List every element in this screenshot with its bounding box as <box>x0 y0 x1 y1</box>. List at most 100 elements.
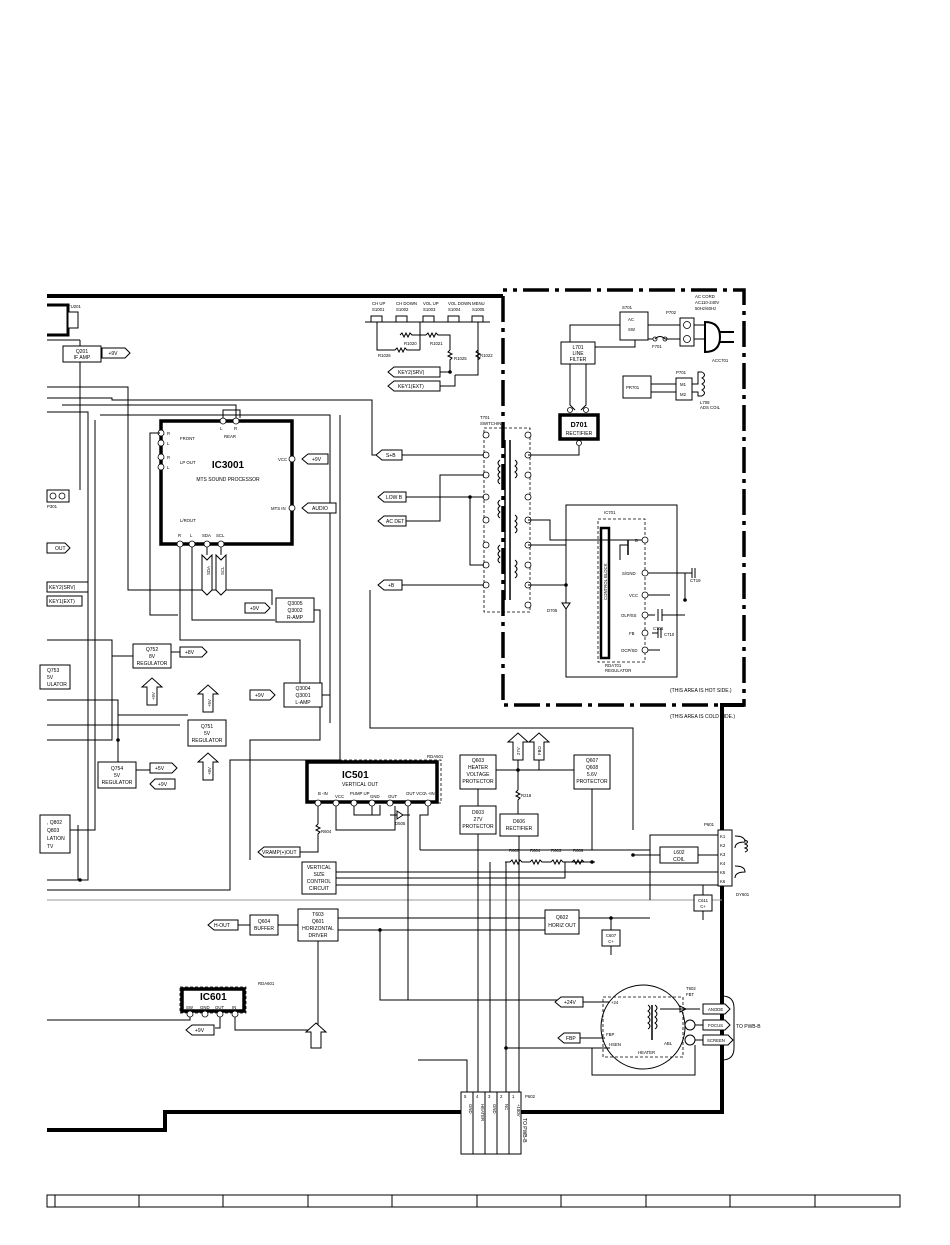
svg-text:CH UP: CH UP <box>372 301 386 306</box>
p602-connector: P602 5 4 3 2 1 GND HEATER GND NC +180V T… <box>460 1091 536 1155</box>
out-left-arrow: OUT <box>46 542 71 554</box>
svg-text:L: L <box>167 441 170 446</box>
svg-text:T603: T603 <box>312 912 324 918</box>
ic3001: IC3001 MTS SOUND PROCESSOR R FRONT L R L… <box>157 417 296 548</box>
svg-text:+180V: +180V <box>516 1104 521 1117</box>
svg-text:ANODE: ANODE <box>708 1007 723 1012</box>
svg-text:+9V: +9V <box>312 457 322 463</box>
svg-text:K3: K3 <box>720 852 726 857</box>
to-pwb-bracket <box>721 995 735 1061</box>
svg-text:LATION: LATION <box>47 836 65 842</box>
resistor-row: R605 R604 R603 R606 <box>505 848 595 866</box>
vramp-arrow: VRAMP(+)OUT <box>257 846 301 858</box>
svg-text:P601: P601 <box>704 822 715 827</box>
svg-text:CH DOWN: CH DOWN <box>396 301 417 306</box>
svg-text:R603: R603 <box>551 848 562 853</box>
svg-text:PROTECTOR: PROTECTOR <box>576 779 608 785</box>
audio-arrow: AUDIO <box>301 502 337 514</box>
svg-text:+8V: +8V <box>185 650 195 656</box>
q201-desc: IF AMP <box>74 355 91 361</box>
r504-resistor: R604 <box>314 823 332 838</box>
svg-text:FBP: FBP <box>566 1036 576 1042</box>
svg-text:R1020: R1020 <box>404 341 417 346</box>
l602-coil: L602 COIL <box>659 846 699 864</box>
svg-text:R605: R605 <box>509 848 520 853</box>
svg-text:VOL UP: VOL UP <box>423 301 439 306</box>
svg-text:H-OUT: H-OUT <box>214 923 230 929</box>
svg-text:R218: R218 <box>521 793 532 798</box>
svg-text:Q603: Q603 <box>472 758 484 764</box>
q802-block: , Q802 Q803 LATION TV <box>39 814 71 854</box>
wire <box>369 590 634 830</box>
svg-text:2: 2 <box>500 1094 503 1099</box>
pr701-block: PR701 <box>622 375 652 399</box>
svg-text:KEY2(SRV): KEY2(SRV) <box>49 585 76 591</box>
svg-text:GND: GND <box>370 794 380 799</box>
fbp-arrow: FBP <box>557 1032 581 1044</box>
svg-text:OUT VCC: OUT VCC <box>406 791 425 796</box>
hot-area-text: (THIS AREA IS HOT SIDE.) <box>670 688 732 694</box>
svg-text:50Hz/60Hz: 50Hz/60Hz <box>695 306 716 311</box>
svg-text:OUT: OUT <box>388 794 397 799</box>
svg-text:S/GND: S/GND <box>622 571 636 576</box>
wire <box>469 497 484 566</box>
svg-text:FBT: FBT <box>686 992 694 997</box>
svg-text:Q752: Q752 <box>146 647 158 653</box>
svg-text:S1002: S1002 <box>396 307 409 312</box>
q751-5v-up-arrow: +5V <box>196 684 220 713</box>
fbo-up-arrow: FBO <box>527 732 551 761</box>
svg-text:+24V: +24V <box>564 1000 576 1006</box>
f701-fuse: F701 <box>652 336 668 349</box>
wire <box>528 519 642 541</box>
svg-text:P602: P602 <box>525 1094 536 1099</box>
svg-text:D606: D606 <box>513 819 525 825</box>
svg-text:AC: AC <box>628 317 634 322</box>
svg-text:L602: L602 <box>673 850 684 856</box>
wire <box>528 584 567 600</box>
q201-if-amp: Q201 IF AMP +9V <box>62 345 131 363</box>
svg-text:AC CORD: AC CORD <box>695 294 715 299</box>
key2-arrow: KEY2(SRV) <box>387 366 441 378</box>
svg-text:+9V: +9V <box>255 693 265 699</box>
svg-text:R: R <box>234 426 237 431</box>
wire <box>569 364 576 411</box>
svg-text:4: 4 <box>476 1094 479 1099</box>
svg-text:Q601: Q601 <box>312 919 324 925</box>
svg-text:S+B: S+B <box>386 453 396 459</box>
svg-text:BUFFER: BUFFER <box>254 926 274 932</box>
svg-text:HEATER: HEATER <box>468 765 488 771</box>
svg-text:DY601: DY601 <box>736 892 750 897</box>
svg-text:FRONT: FRONT <box>180 436 195 441</box>
svg-text:IN: IN <box>232 1005 236 1010</box>
ic701: IC701 CONTROL BLOCK D S/GND VCC OLP/SS F… <box>597 510 649 673</box>
svg-text:Q3001: Q3001 <box>295 693 310 699</box>
svg-text:GND: GND <box>492 1104 497 1114</box>
svg-text:PUMP UP: PUMP UP <box>350 791 370 796</box>
key2-left-arrow: KEY2(SRV) <box>46 581 89 593</box>
svg-text:S1003: S1003 <box>423 307 436 312</box>
svg-text:+5V: +5V <box>207 699 212 707</box>
wire <box>47 415 341 891</box>
svg-text:HEATER: HEATER <box>480 1104 485 1121</box>
svg-text:RECTIFIER: RECTIFIER <box>506 826 533 832</box>
c607-cap: C607 C+ <box>601 918 621 955</box>
d505-diode: D505 <box>390 810 410 826</box>
svg-text:R606: R606 <box>573 848 584 853</box>
ct19-cap: CT19 <box>685 568 701 583</box>
q754-regulator: Q754 5V REGULATOR +5V +9V <box>97 761 178 790</box>
svg-text:SW: SW <box>628 327 636 332</box>
key1-arrow: KEY1(EXT) <box>387 380 441 392</box>
svg-text:B -IN: B -IN <box>318 791 328 796</box>
svg-text:C607: C607 <box>606 933 617 938</box>
key-switches: CH UP CH DOWN VOL UP VOL DOWN MENU S1001… <box>365 301 493 376</box>
svg-text:RDA701: RDA701 <box>605 663 622 668</box>
svg-text:RECTIFIER: RECTIFIER <box>566 431 593 437</box>
svg-text:FB: FB <box>629 631 635 636</box>
sda-arrow: SDA <box>201 553 213 596</box>
svg-text:FOCUS: FOCUS <box>708 1023 723 1028</box>
svg-text:VCC: VCC <box>629 593 638 598</box>
q751-regulator: Q751 5V REGULATOR <box>187 719 227 747</box>
svg-text:M2: M2 <box>680 392 687 397</box>
svg-text:C611: C611 <box>698 898 709 903</box>
wire <box>300 838 319 853</box>
